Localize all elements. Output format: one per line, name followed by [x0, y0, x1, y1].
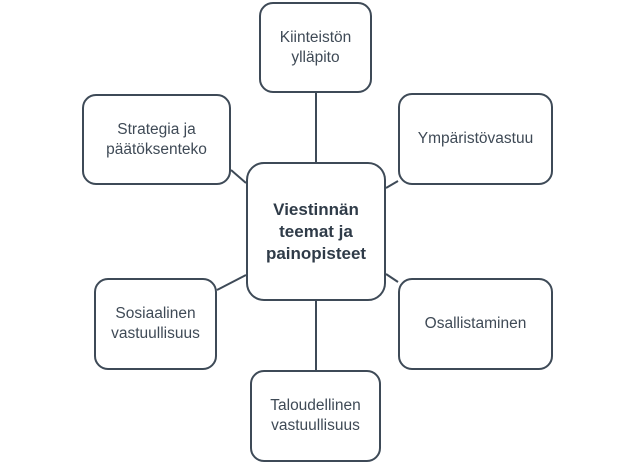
node-kiinteiston-yllapito: Kiinteistön ylläpito [259, 2, 372, 93]
node-label: Ympäristövastuu [417, 130, 534, 147]
connector-bottom-right [385, 273, 399, 283]
connector-bottom-left [216, 274, 247, 291]
node-label: Osallistaminen [424, 315, 527, 332]
node-label: Kiinteistön ylläpito [279, 28, 352, 66]
node-osallistaminen: Osallistaminen [398, 278, 553, 370]
node-ymparistovastuu: Ympäristövastuu [398, 93, 553, 185]
node-label: Sosiaalinen vastuullisuus [111, 305, 200, 342]
connector-top-right [385, 180, 399, 189]
node-label: Taloudellinen vastuullisuus [270, 397, 361, 434]
center-label: Viestinnän teemat ja painopisteet [265, 199, 367, 263]
connector-top-left [230, 169, 247, 184]
node-taloudellinen-vastuullisuus: Taloudellinen vastuullisuus [250, 370, 381, 462]
node-label: Strategia ja päätöksenteko [106, 120, 207, 158]
node-strategia-ja-paatoksenteko: Strategia ja päätöksenteko [82, 94, 231, 185]
node-sosiaalinen-vastuullisuus: Sosiaalinen vastuullisuus [94, 278, 217, 370]
center-node-viestinnan-teemat: Viestinnän teemat ja painopisteet [246, 162, 386, 301]
